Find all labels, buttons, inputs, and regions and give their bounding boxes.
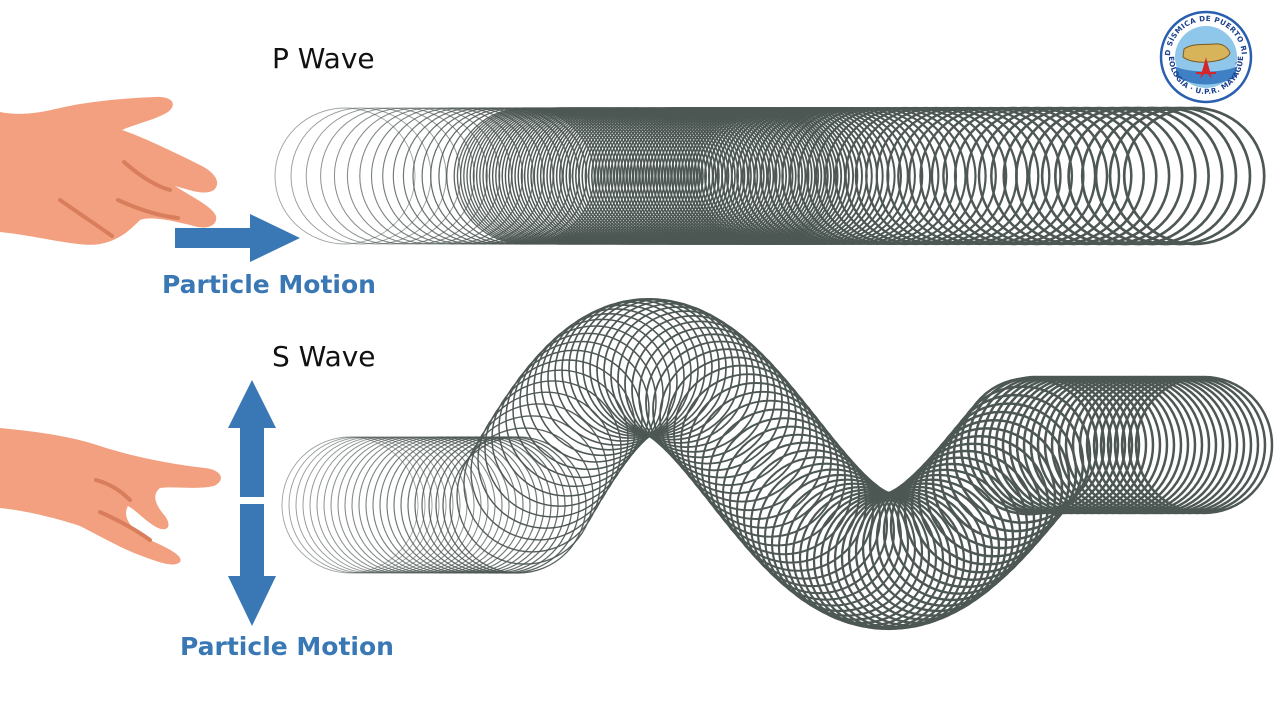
s-wave-section: S Wave Particle Motion	[0, 297, 1274, 661]
s-wave-coil	[673, 364, 811, 503]
s-hand-palm	[0, 428, 221, 565]
s-wave-coil	[526, 325, 664, 463]
s-wave-coil	[910, 435, 1050, 574]
p-wave-coil	[1080, 106, 1224, 246]
s-wave-coil	[659, 348, 797, 487]
logo-island	[1182, 43, 1231, 63]
p-wave-arrow	[175, 214, 300, 262]
s-wave-coil	[603, 302, 741, 441]
s-wave-arrow	[228, 380, 276, 626]
s-wave-coil	[889, 456, 1029, 595]
logo-epicenter-icon	[1196, 57, 1216, 79]
s-wave-coil	[477, 391, 615, 529]
s-wave-coil	[449, 436, 587, 574]
p-wave-coil	[392, 107, 534, 245]
s-wave-coil	[519, 332, 657, 471]
s-wave-coil	[596, 300, 734, 439]
s-wave-coil	[652, 340, 790, 479]
s-hand-shadow	[94, 478, 152, 542]
p-wave-coil	[274, 107, 416, 245]
s-wave-coil	[1134, 375, 1274, 515]
s-wave-coil	[770, 473, 910, 613]
s-wave-coil	[875, 468, 1015, 607]
s-wave-arrow-up	[228, 380, 276, 497]
s-wave-coil	[840, 488, 980, 627]
s-wave-coil	[470, 403, 608, 541]
p-wave-particle-motion-label: Particle Motion	[162, 270, 376, 299]
s-wave-coil	[715, 417, 853, 556]
s-wave-title: S Wave	[272, 340, 376, 373]
p-wave-title: P Wave	[272, 42, 375, 75]
s-wave-coil	[708, 408, 846, 547]
s-wave-coil	[722, 425, 860, 564]
s-wave-coil	[868, 473, 1008, 613]
p-wave-coil	[382, 107, 524, 245]
s-wave-coil	[617, 310, 755, 448]
s-wave-coil	[938, 402, 1078, 541]
p-wave-coil	[346, 107, 488, 245]
p-wave-coil	[359, 107, 501, 245]
s-wave-particle-motion-label: Particle Motion	[180, 632, 394, 661]
p-wave-hand	[0, 96, 218, 245]
s-wave-slinky	[281, 297, 1274, 631]
red-sismica-logo: RED SÍSMICA DE PUERTO RICO GEOLOGÍA · U.…	[1159, 10, 1253, 104]
s-wave-coil	[666, 356, 804, 495]
s-wave-coil	[680, 373, 818, 512]
s-wave-coil	[854, 482, 994, 621]
s-wave-coil	[638, 326, 776, 465]
p-wave-coil	[1094, 106, 1238, 246]
s-wave-coil	[463, 415, 601, 553]
s-wave-hand	[0, 428, 221, 565]
s-wave-arrow-down	[228, 504, 276, 626]
logo-sea	[1176, 67, 1236, 85]
s-wave-coil	[694, 390, 832, 529]
p-wave-coil	[305, 107, 447, 245]
p-wave-coil	[333, 107, 475, 245]
p-wave-coil	[320, 107, 462, 245]
p-hand-shadow	[58, 160, 180, 238]
s-wave-coil	[701, 399, 839, 538]
s-wave-coil	[896, 449, 1036, 589]
s-wave-coil	[631, 320, 769, 459]
p-wave-coil	[1122, 106, 1266, 246]
p-wave-section: P Wave Particle Motion	[0, 42, 1266, 299]
p-wave-coil	[290, 107, 432, 245]
s-wave-coil	[749, 456, 889, 595]
p-wave-slinky	[274, 106, 1266, 246]
p-hand-palm	[0, 96, 218, 245]
p-wave-coil	[1067, 106, 1210, 246]
